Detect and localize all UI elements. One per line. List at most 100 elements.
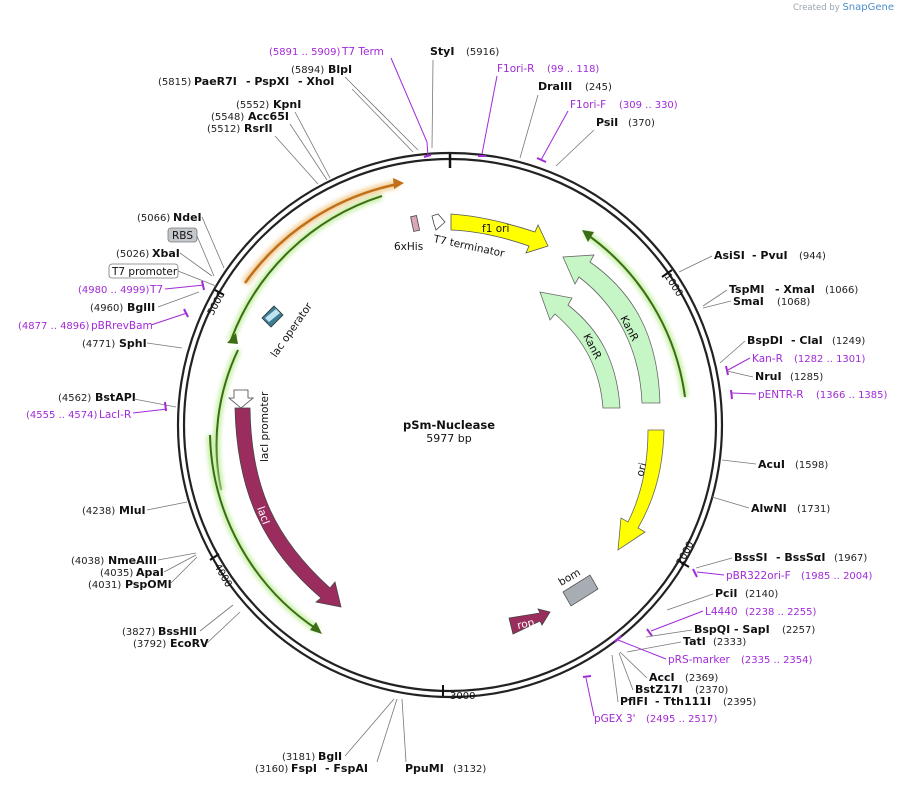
- svg-text:(1068): (1068): [777, 297, 810, 308]
- primer-prs-marker[interactable]: pRS-marker (2335 .. 2354): [614, 635, 813, 666]
- site-blpi[interactable]: (5894) BlpI: [291, 63, 419, 151]
- primer-pbr322ori-f[interactable]: pBR322ori-F (1985 .. 2004): [692, 568, 873, 582]
- site-tspmi[interactable]: TspMI - XmaI (1066): [702, 283, 858, 307]
- svg-text:(1066): (1066): [825, 285, 858, 296]
- site-ecorv[interactable]: (3792) EcoRV: [133, 611, 241, 650]
- feature-rop[interactable]: rop: [508, 608, 551, 635]
- svg-text:(2370): (2370): [695, 685, 728, 696]
- svg-text:PflFI: PflFI: [620, 695, 648, 708]
- site-nmeaiii[interactable]: (4038) NmeAIII: [71, 552, 197, 567]
- site-kpni[interactable]: (5552) KpnI: [236, 98, 331, 179]
- label-f1-ori: f1 ori: [482, 223, 509, 235]
- site-xbai[interactable]: (5026) XbaI: [116, 247, 213, 277]
- svg-text:- FspAI: - FspAI: [325, 762, 368, 775]
- site-pcii[interactable]: PciI (2140): [666, 587, 778, 611]
- primer-pentr-r[interactable]: pENTR-R (1366 .. 1385): [730, 389, 888, 401]
- svg-text:(3827): (3827): [122, 627, 155, 638]
- svg-text:BspDI: BspDI: [747, 334, 783, 347]
- svg-text:(99 .. 118): (99 .. 118): [547, 64, 599, 75]
- primer-t7[interactable]: (4980 .. 4999) T7: [78, 280, 205, 296]
- site-pspomi[interactable]: (4031) PspOMI: [88, 556, 198, 591]
- svg-text:- SapI: - SapI: [734, 623, 770, 636]
- site-bspqi[interactable]: BspQI - SapI (2257): [645, 623, 815, 638]
- site-bstz17i[interactable]: BstZ17I (2370): [618, 652, 728, 696]
- site-ppumi[interactable]: PpuMI (3132): [401, 698, 486, 775]
- site-psii[interactable]: PsiI (370): [555, 116, 655, 167]
- site-bglii[interactable]: (4960) BglII: [90, 291, 200, 314]
- svg-text:ApaI: ApaI: [136, 566, 164, 579]
- site-nrui[interactable]: NruI (1285): [726, 370, 823, 383]
- site-draiii[interactable]: DraIII (245): [519, 80, 612, 159]
- primer-f1ori-r[interactable]: F1ori-R (99 .. 118): [478, 63, 599, 157]
- svg-text:(1967): (1967): [834, 553, 867, 564]
- site-tati[interactable]: TatI (2333): [626, 635, 746, 653]
- svg-text:Kan-R: Kan-R: [752, 353, 783, 365]
- svg-text:1000: 1000: [661, 272, 684, 299]
- tick-5000: 5000: [206, 289, 228, 317]
- primer-kan-r[interactable]: Kan-R (1282 .. 1301): [725, 353, 866, 376]
- site-rsrii[interactable]: (5512) RsrII: [207, 122, 319, 185]
- site-bstapi[interactable]: (4562) BstAPI: [58, 391, 177, 408]
- site-pflfi[interactable]: PflFI - Tth111I (2395): [611, 654, 756, 708]
- site-fspi[interactable]: (3160) FspI - FspAI: [255, 698, 398, 775]
- snapgene-credit: Created by SnapGene: [792, 2, 894, 13]
- svg-text:BglII: BglII: [127, 301, 155, 314]
- site-bgli[interactable]: (3181) BglI: [282, 698, 395, 763]
- feature-kanr-inner[interactable]: KanR: [539, 291, 621, 409]
- site-styi[interactable]: StyI (5916): [430, 45, 499, 149]
- primer-laci-r[interactable]: (4555 .. 4574) LacI-R: [26, 401, 168, 421]
- label-t7-terminator: T7 terminator: [431, 233, 506, 260]
- svg-text:(5512): (5512): [207, 124, 240, 135]
- svg-text:(2140): (2140): [745, 589, 778, 600]
- site-acci[interactable]: AccI (2369): [619, 651, 718, 684]
- site-bsssi[interactable]: BssSI - BssSαI (1967): [695, 551, 867, 569]
- feature-f1-ori[interactable]: f1 ori: [450, 213, 549, 254]
- svg-text:(3792): (3792): [133, 639, 166, 650]
- label-laci: lacI: [254, 505, 272, 526]
- svg-text:F1ori-F: F1ori-F: [570, 99, 606, 111]
- svg-text:2000: 2000: [675, 540, 697, 568]
- feature-rbs[interactable]: RBS: [167, 227, 215, 277]
- site-alwni[interactable]: AlwNI (1731): [711, 496, 830, 515]
- feature-lac-operator[interactable]: lac operator: [261, 300, 315, 360]
- feature-laci-promoter[interactable]: lacI promoter: [227, 389, 271, 462]
- svg-text:(1731): (1731): [797, 504, 830, 515]
- feature-6xhis[interactable]: 6xHis: [394, 215, 423, 253]
- site-mlui[interactable]: (4238) MluI: [82, 501, 188, 517]
- svg-text:(1282 .. 1301): (1282 .. 1301): [794, 354, 866, 365]
- feature-ori[interactable]: ori: [617, 429, 665, 551]
- svg-text:(2495 .. 2517): (2495 .. 2517): [646, 714, 718, 725]
- site-bspdi[interactable]: BspDI - ClaI (1249): [719, 334, 865, 364]
- site-smai[interactable]: SmaI (1068): [702, 295, 810, 309]
- site-apai[interactable]: (4035) ApaI: [100, 554, 197, 579]
- svg-text:(4877 .. 4896): (4877 .. 4896): [18, 321, 90, 332]
- label-6xhis: 6xHis: [394, 241, 423, 253]
- svg-text:pENTR-R: pENTR-R: [758, 389, 804, 401]
- primer-pbrrevbam[interactable]: (4877 .. 4896) pBRrevBam: [18, 308, 189, 332]
- svg-text:(5548): (5548): [211, 112, 244, 123]
- feature-bom[interactable]: bom: [557, 567, 599, 607]
- site-paer7i[interactable]: (5815) PaeR7I - PspXI - XhoI: [158, 75, 414, 153]
- feature-t7-promoter[interactable]: T7 promoter: [108, 263, 217, 287]
- primer-f1ori-f[interactable]: F1ori-F (309 .. 330): [536, 99, 678, 163]
- svg-text:- BssSαI: - BssSαI: [776, 551, 825, 564]
- svg-text:AsiSI: AsiSI: [714, 249, 745, 262]
- site-ndei[interactable]: (5066) NdeI: [137, 211, 225, 269]
- cds-arc-orange: [241, 178, 404, 286]
- site-asisi[interactable]: AsiSI - PvuI (944): [678, 249, 826, 273]
- svg-text:BstZ17I: BstZ17I: [635, 683, 683, 696]
- primer-pgex-3[interactable]: pGEX 3' (2495 .. 2517): [582, 675, 718, 725]
- primer-t7-term[interactable]: (5891 .. 5909) T7 Term: [269, 46, 432, 158]
- svg-text:(944): (944): [799, 251, 826, 262]
- feature-laci[interactable]: lacI: [234, 407, 342, 608]
- svg-text:(5026): (5026): [116, 249, 149, 260]
- site-acui[interactable]: AcuI (1598): [721, 458, 828, 471]
- site-sphi[interactable]: (4771) SphI: [82, 337, 183, 350]
- site-bsshii[interactable]: (3827) BssHII: [122, 604, 234, 638]
- label-ori: ori: [634, 461, 649, 477]
- svg-text:- Tth111I: - Tth111I: [655, 695, 711, 708]
- svg-text:NmeAIII: NmeAIII: [108, 554, 157, 567]
- site-acc65i[interactable]: (5548) Acc65I: [211, 110, 328, 181]
- primer-l4440[interactable]: L4440 (2238 .. 2255): [646, 606, 817, 637]
- svg-text:L4440: L4440: [705, 606, 738, 618]
